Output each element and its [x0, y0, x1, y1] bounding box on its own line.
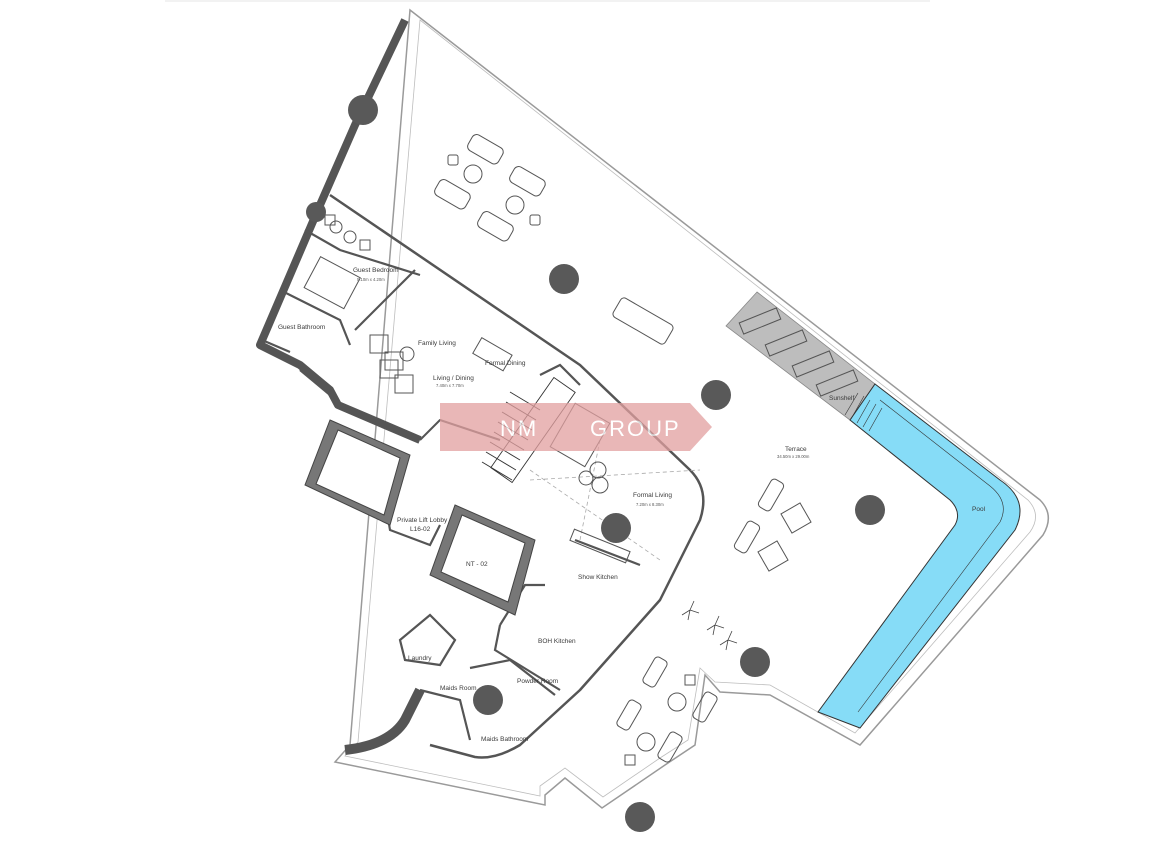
column	[601, 513, 631, 543]
room-label: Formal Dining	[485, 360, 526, 367]
room-label: Pool	[972, 506, 986, 513]
room-label: Sunshelf	[829, 395, 854, 402]
lift-core-right	[429, 504, 536, 616]
plants	[681, 600, 738, 651]
room-label: Formal Living	[633, 492, 672, 499]
structural-columns	[306, 95, 885, 832]
room-label: L16-02	[410, 526, 431, 533]
column	[701, 380, 731, 410]
column	[306, 202, 326, 222]
room-label: Maids Room	[440, 685, 476, 692]
svg-text:NM: NM	[500, 416, 538, 441]
watermark: NM GROUP	[440, 403, 712, 451]
column	[549, 264, 579, 294]
room-label: Guest Bedroom	[353, 267, 399, 274]
column	[855, 495, 885, 525]
room-label: Terrace	[785, 446, 807, 453]
room-label: Living / Dining	[433, 375, 474, 382]
room-dims: 7.20m x 8.30m	[636, 502, 664, 507]
room-label: Guest Bathroom	[278, 324, 325, 331]
room-label: NT - 02	[466, 561, 488, 568]
room-label: BOH Kitchen	[538, 638, 576, 645]
room-dims: 7.40m x 7.70m	[436, 383, 464, 388]
column	[740, 647, 770, 677]
terrace-outline	[333, 8, 1049, 809]
room-label: Laundry	[408, 655, 432, 662]
room-label: Family Living	[418, 340, 456, 347]
svg-text:GROUP: GROUP	[590, 416, 681, 441]
room-dims: 34.50m x 29.00m	[777, 454, 810, 459]
room-dims: 5.10m x 4.20m	[357, 277, 385, 282]
column	[473, 685, 503, 715]
lift-core-left	[304, 419, 411, 526]
column	[348, 95, 378, 125]
room-label: Maids Bathroom	[481, 736, 528, 743]
room-label: Powder Room	[517, 678, 558, 685]
column	[625, 802, 655, 832]
room-label: Private Lift Lobby	[397, 517, 448, 524]
room-label: Show Kitchen	[578, 574, 618, 581]
